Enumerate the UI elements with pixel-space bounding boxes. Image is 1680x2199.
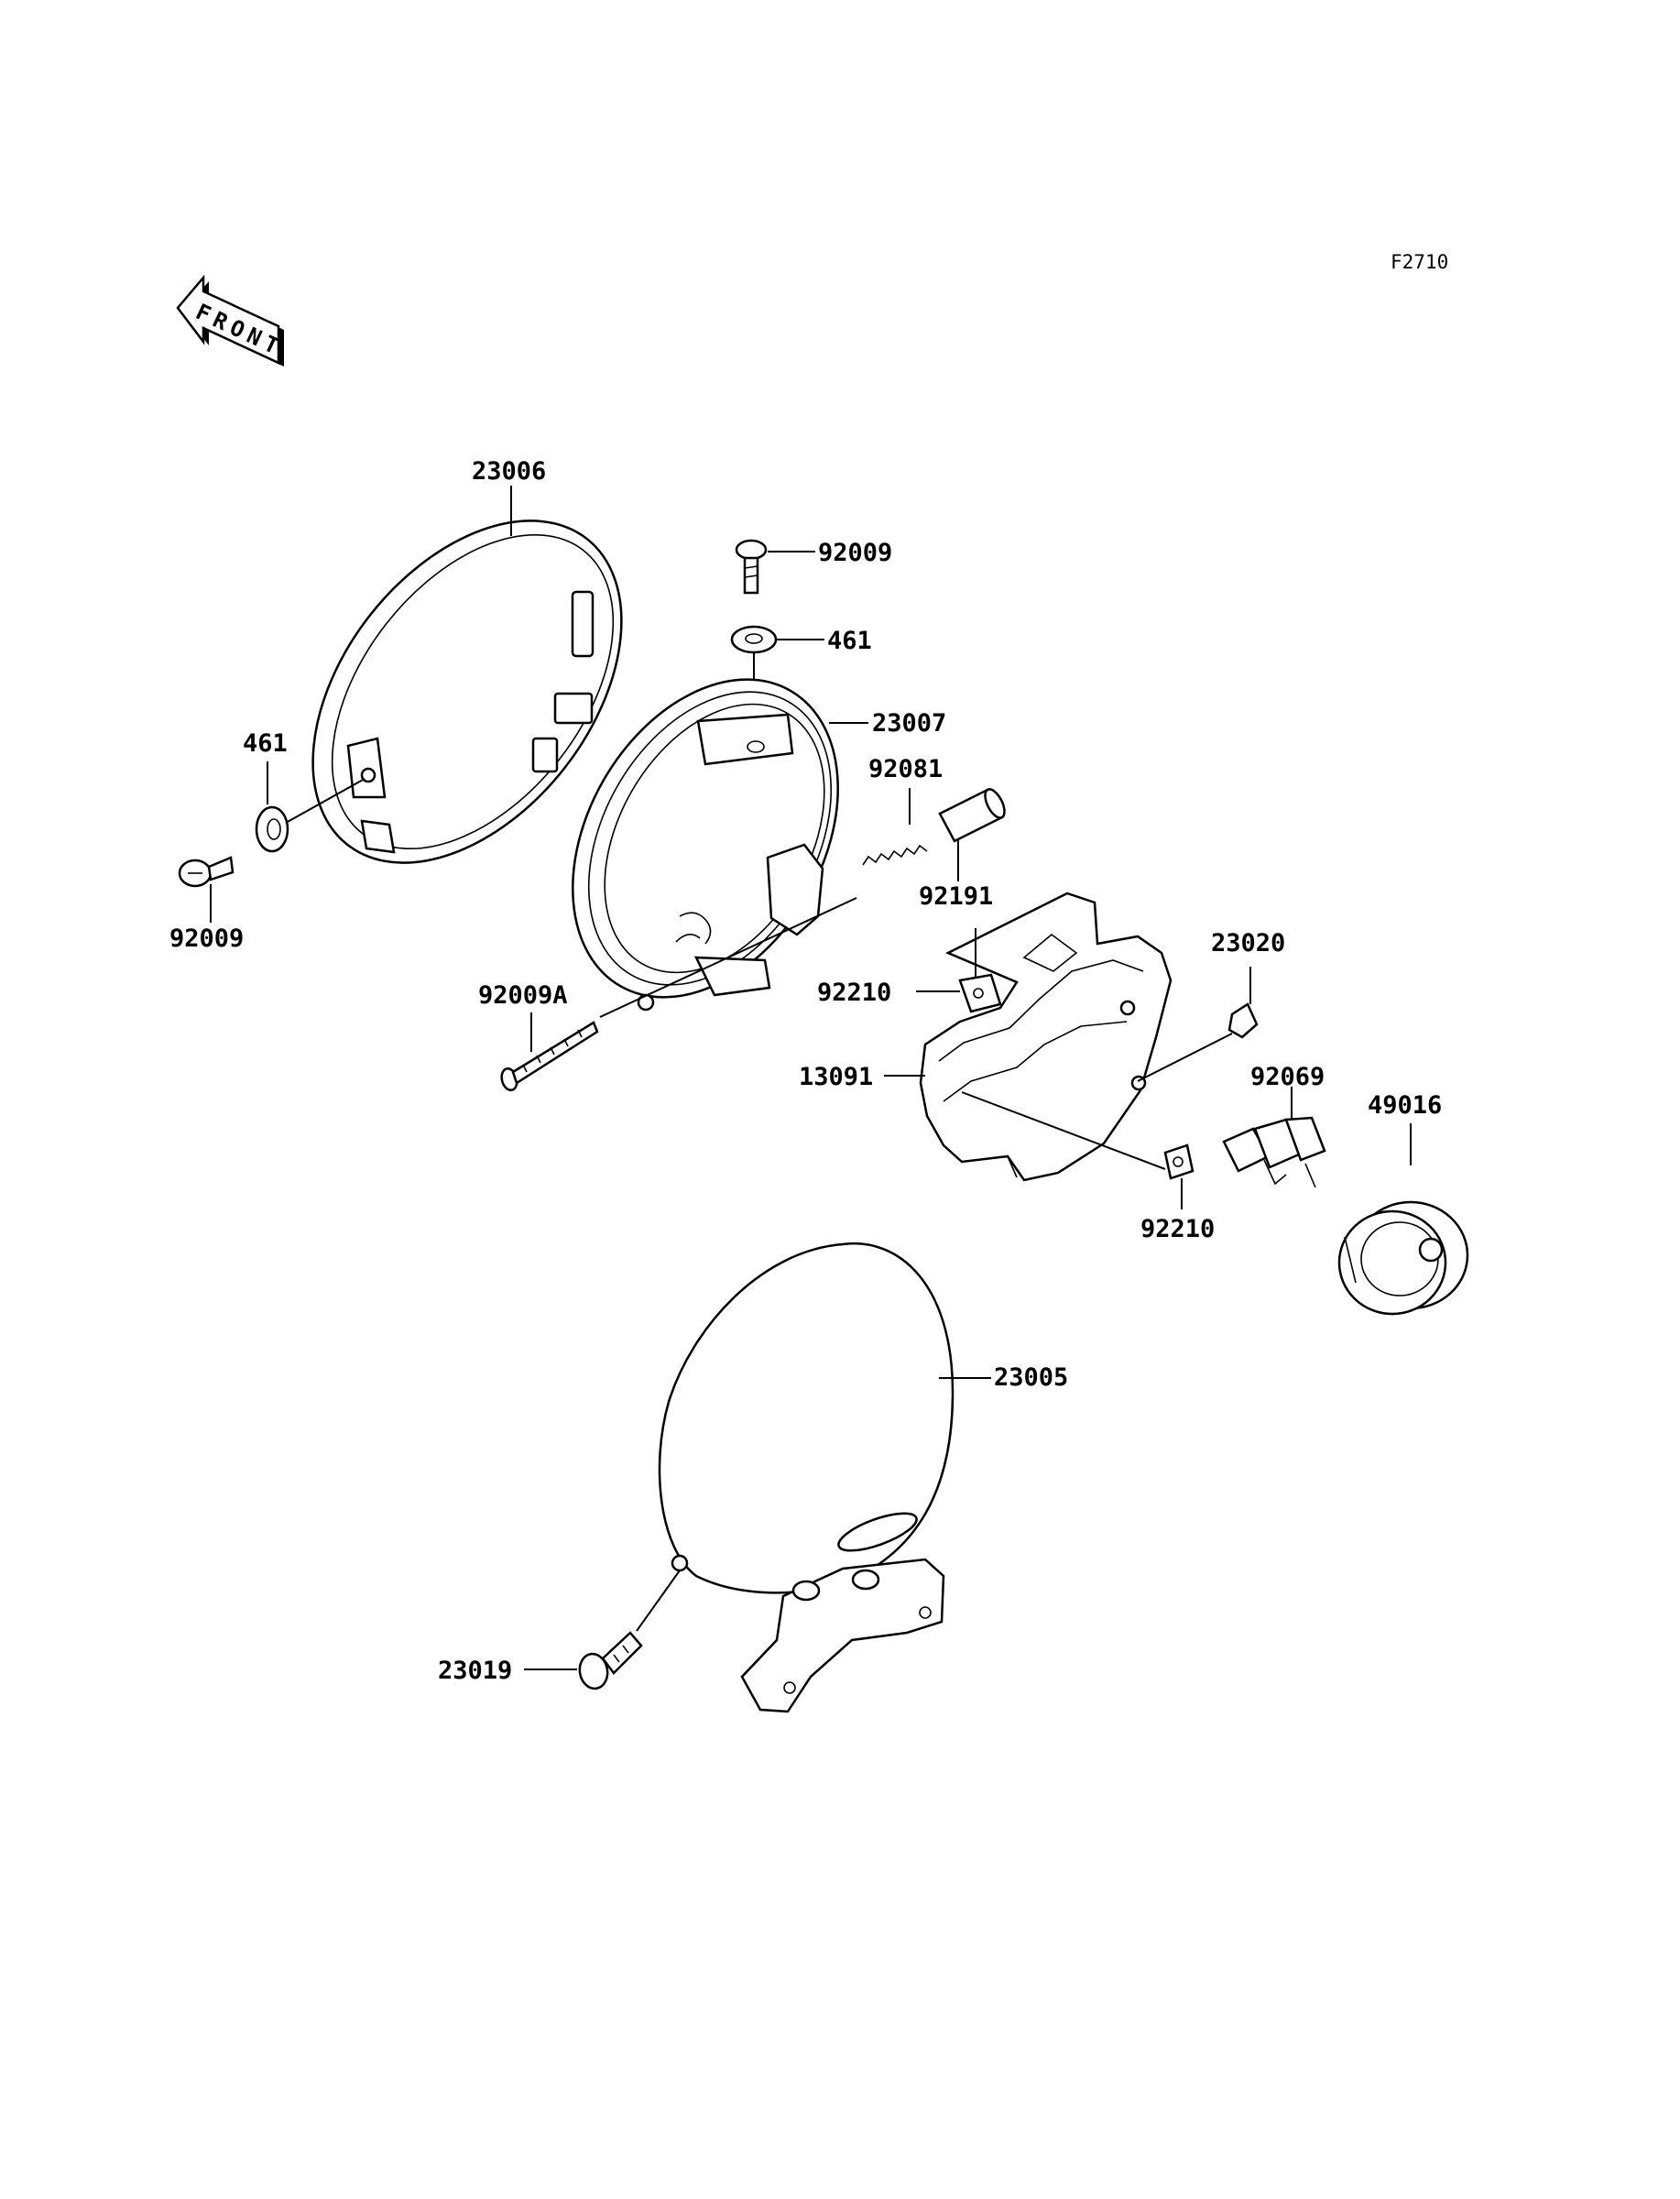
- label-top-washer-461: 461: [827, 627, 872, 655]
- rim-screw: [178, 856, 235, 888]
- label-13091: 13091: [799, 1063, 873, 1091]
- headlight-housing: [658, 1242, 955, 1713]
- adjust-spring: [862, 844, 928, 866]
- label-92069: 92069: [1250, 1063, 1325, 1091]
- front-arrow-icon: FRONT: [176, 274, 288, 366]
- bulb-clip: [1227, 1002, 1259, 1039]
- bracket-nut-upper: [958, 973, 1002, 1013]
- label-rim-washer-461: 461: [243, 729, 288, 758]
- label-92210-lower: 92210: [1140, 1215, 1215, 1243]
- label-rim-screw-92009: 92009: [169, 924, 244, 953]
- adjust-tube: [938, 788, 1006, 843]
- label-23019: 23019: [438, 1657, 512, 1685]
- figure-code: F2710: [1391, 251, 1448, 273]
- adjust-screw: [500, 1021, 599, 1092]
- headlight-bracket: [919, 892, 1173, 1182]
- label-92081: 92081: [868, 755, 943, 783]
- headlight-unit: [572, 678, 839, 1012]
- top-screw: [735, 539, 768, 595]
- bracket-nut-lower: [1163, 1143, 1195, 1180]
- headlight-rim: [311, 520, 623, 864]
- label-92210-upper: 92210: [817, 979, 891, 1007]
- label-23020: 23020: [1211, 929, 1285, 957]
- dust-cap: [1337, 1200, 1469, 1316]
- label-23005: 23005: [994, 1363, 1068, 1392]
- label-23007: 23007: [872, 709, 946, 738]
- label-92191: 92191: [919, 882, 993, 911]
- rim-washer: [255, 805, 289, 853]
- top-washer: [730, 625, 778, 654]
- label-49016: 49016: [1368, 1091, 1442, 1120]
- label-92009A: 92009A: [478, 981, 568, 1010]
- label-top-screw-92009: 92009: [818, 539, 892, 567]
- housing-bolt: [578, 1631, 643, 1690]
- label-23006: 23006: [472, 457, 546, 486]
- headlight-bulb: [1222, 1116, 1326, 1188]
